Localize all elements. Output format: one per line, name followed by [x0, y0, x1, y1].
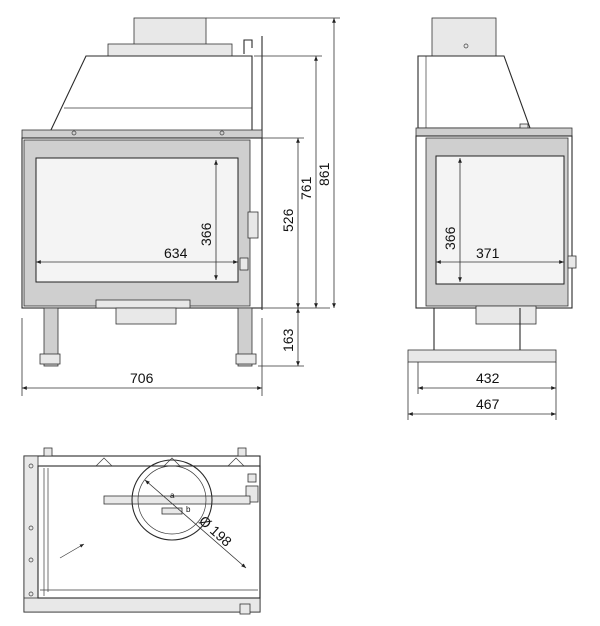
- front-door-handle: [247, 211, 259, 239]
- front-leg-right: [237, 307, 253, 367]
- front-ash-tray: [95, 299, 191, 309]
- front-view: [21, 17, 263, 367]
- dim-front-glass-width: 634: [164, 245, 188, 261]
- dim-front-glass-height: 366: [198, 222, 214, 246]
- dim-front-total-height: 861: [316, 162, 332, 186]
- dim-side-base-depth: 432: [476, 370, 500, 386]
- side-top-ledge: [415, 127, 573, 137]
- side-view: [407, 17, 577, 363]
- dim-front-leg-height: 163: [280, 328, 296, 352]
- dim-front-to-top: 761: [298, 176, 314, 200]
- dim-side-total-depth: 467: [476, 396, 500, 412]
- top-inner-body: [37, 465, 261, 599]
- side-hood: [417, 55, 531, 129]
- top-damper-bar: [103, 495, 251, 505]
- dim-front-body-height: 526: [280, 208, 296, 232]
- front-flue-flange: [107, 43, 233, 57]
- side-dimensions: 366 371 432 467: [407, 158, 564, 420]
- top-view: a b Ø 198: [23, 447, 261, 615]
- dim-flue-diameter: Ø 198: [196, 512, 235, 550]
- side-ash-tray: [475, 305, 537, 325]
- front-top-ledge: [21, 129, 263, 139]
- front-leg-left: [43, 307, 59, 367]
- top-marker-a: a: [170, 491, 175, 500]
- front-damper-rod: [243, 39, 253, 54]
- dim-side-glass-depth: 371: [476, 245, 500, 261]
- side-base-plate: [407, 349, 557, 363]
- front-dimensions: 706 634 366 526 163 761 861: [21, 17, 340, 396]
- top-diameter-leader: [144, 479, 247, 569]
- front-hood: [49, 55, 253, 133]
- front-glass: [35, 157, 239, 283]
- top-marker-b: b: [186, 505, 191, 514]
- side-glass: [435, 155, 565, 285]
- dim-front-width: 706: [130, 370, 154, 386]
- dim-side-glass-height: 366: [442, 226, 458, 250]
- side-flue-collar: [431, 17, 497, 57]
